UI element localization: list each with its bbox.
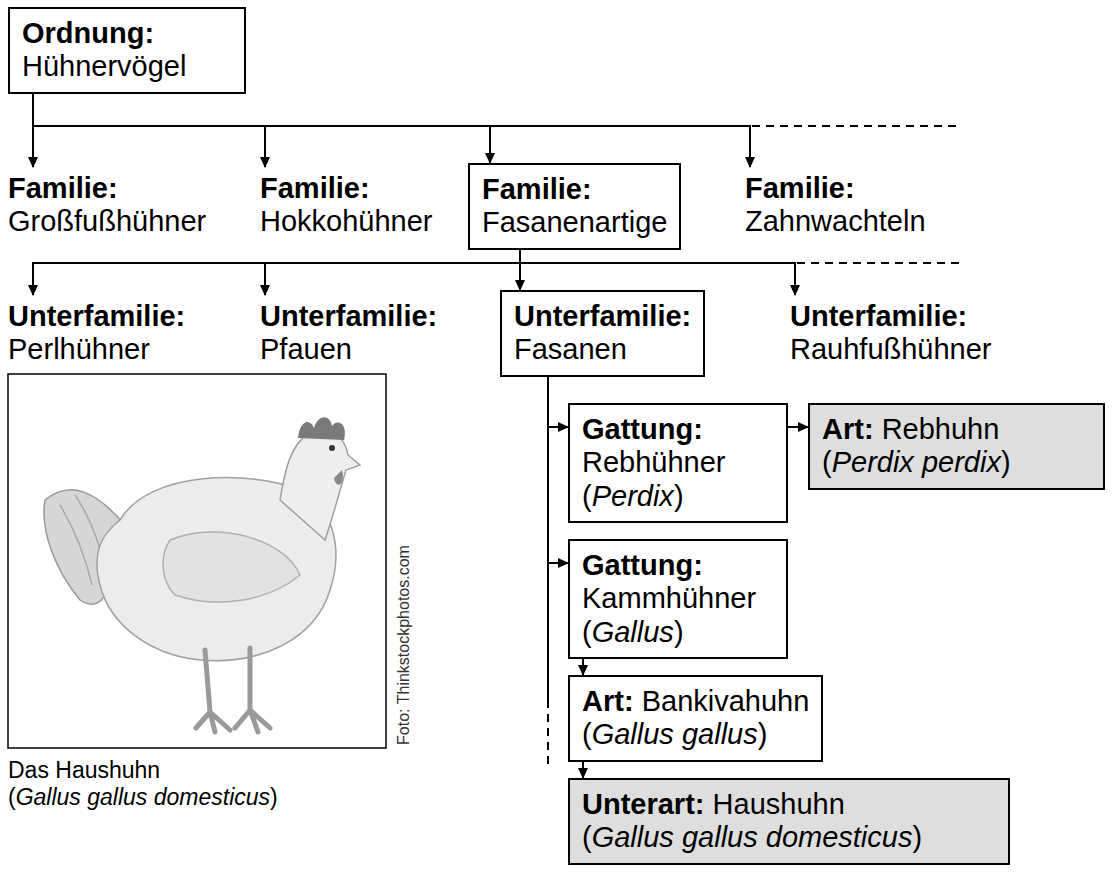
- rank-label: Art:: [582, 685, 634, 717]
- taxon-node: Familie:Hokkohühner: [260, 172, 433, 239]
- bus-continuation: [797, 262, 960, 264]
- trunk-continuation: [547, 563, 549, 700]
- rank-label: Unterfamilie:: [514, 300, 691, 333]
- rank-label: Unterart:: [582, 788, 704, 820]
- rank-label: Gattung:: [582, 413, 774, 446]
- hierarchy-arrow: [33, 94, 750, 167]
- taxon-name: Hühnervögel: [22, 50, 232, 83]
- taxon-name: Kammhühner (Gallus): [582, 582, 774, 649]
- rank-label: Familie:: [8, 172, 206, 205]
- taxon-node: Unterfamilie:Perlhühner: [8, 300, 185, 367]
- hierarchy-arrow: [33, 94, 265, 167]
- photo-frame: [8, 374, 386, 748]
- photo-caption: (Gallus gallus domesticus): [8, 784, 278, 811]
- taxon-node: Familie:Zahnwachteln: [745, 172, 926, 239]
- taxon-box: Gattung:Kammhühner (Gallus): [568, 539, 788, 659]
- hierarchy-arrow: [582, 762, 584, 778]
- hierarchy-arrow: [548, 377, 568, 427]
- taxon-name: Fasanen: [514, 333, 691, 366]
- rank-label: Familie:: [260, 172, 433, 205]
- taxon-name: Pfauen: [260, 333, 437, 366]
- hierarchy-arrow: [33, 94, 490, 163]
- rank-label: Unterfamilie:: [790, 300, 992, 333]
- rank-label: Ordnung:: [22, 17, 232, 50]
- taxon-name: Zahnwachteln: [745, 205, 926, 238]
- taxon-node: Familie:Großfußhühner: [8, 172, 206, 239]
- taxon-box: Ordnung:Hühnervögel: [8, 7, 246, 94]
- taxon-name: Rebhühner (Perdix): [582, 446, 774, 513]
- taxon-box: Gattung:Rebhühner (Perdix): [568, 403, 788, 523]
- rank-label: Familie:: [745, 172, 926, 205]
- hen-figure: [44, 417, 360, 732]
- taxon-name: Großfußhühner: [8, 205, 206, 238]
- rank-label: Gattung:: [582, 549, 774, 582]
- taxon-node: Unterfamilie:Rauhfußhühner: [790, 300, 992, 367]
- taxon-node: Unterfamilie:Pfauen: [260, 300, 437, 367]
- bus-continuation: [752, 125, 960, 127]
- rank-label: Art:: [822, 413, 874, 445]
- taxon-name: Perlhühner: [8, 333, 185, 366]
- taxon-box: Unterart:Haushuhn (Gallus gallus domesti…: [568, 778, 1010, 865]
- taxon-box: Art:Rebhuhn (Perdix perdix): [808, 403, 1105, 490]
- hierarchy-arrow: [548, 377, 568, 563]
- taxon-box: Art:Bankivahuhn (Gallus gallus): [568, 675, 823, 762]
- hierarchy-arrow: [788, 426, 808, 428]
- hierarchy-arrow: [582, 659, 584, 675]
- trunk-continuation: [547, 700, 549, 770]
- photo-credit: Foto: Thinkstockphotos.com: [395, 545, 413, 745]
- photo-caption: Das Haushuhn: [8, 757, 160, 784]
- taxon-box: Familie:Fasanenartige: [468, 163, 681, 250]
- hierarchy-arrow: [520, 250, 795, 295]
- rank-label: Unterfamilie:: [8, 300, 185, 333]
- rank-label: Familie:: [482, 173, 667, 206]
- hierarchy-arrow: [33, 250, 520, 295]
- hierarchy-arrow: [265, 250, 520, 295]
- rank-label: Unterfamilie:: [260, 300, 437, 333]
- taxon-box: Unterfamilie:Fasanen: [500, 290, 705, 377]
- taxon-name: Hokkohühner: [260, 205, 433, 238]
- taxon-name: Rauhfußhühner: [790, 333, 992, 366]
- taxon-name: Fasanenartige: [482, 206, 667, 239]
